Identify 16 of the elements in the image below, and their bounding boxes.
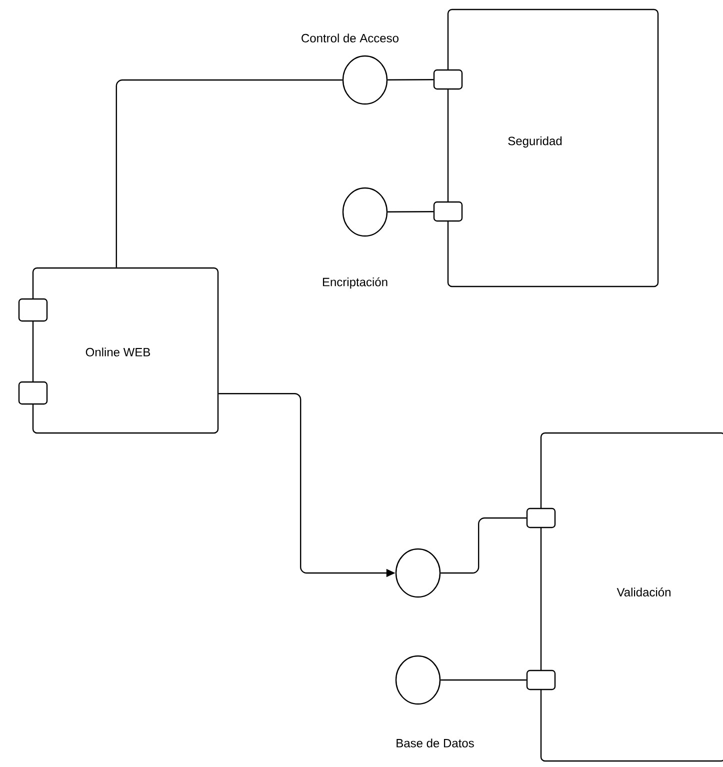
interface-label: Encriptación: [322, 277, 388, 289]
interface-circle: [395, 548, 441, 598]
port-box: [526, 670, 556, 690]
connector: [116, 79, 342, 268]
interface-label: Control de Acceso: [302, 34, 398, 42]
component-box: Validación: [540, 432, 723, 762]
port-box: [433, 201, 463, 222]
connector: [388, 211, 434, 212]
connector: [440, 517, 526, 574]
component-box: Online WEB: [18, 267, 219, 434]
connector: [440, 679, 526, 681]
interface-label: Base de Datos: [396, 738, 474, 748]
port-box: [433, 69, 463, 90]
component-box: Seguridad: [447, 8, 659, 288]
port-box: [526, 508, 556, 528]
connector: [388, 79, 434, 80]
